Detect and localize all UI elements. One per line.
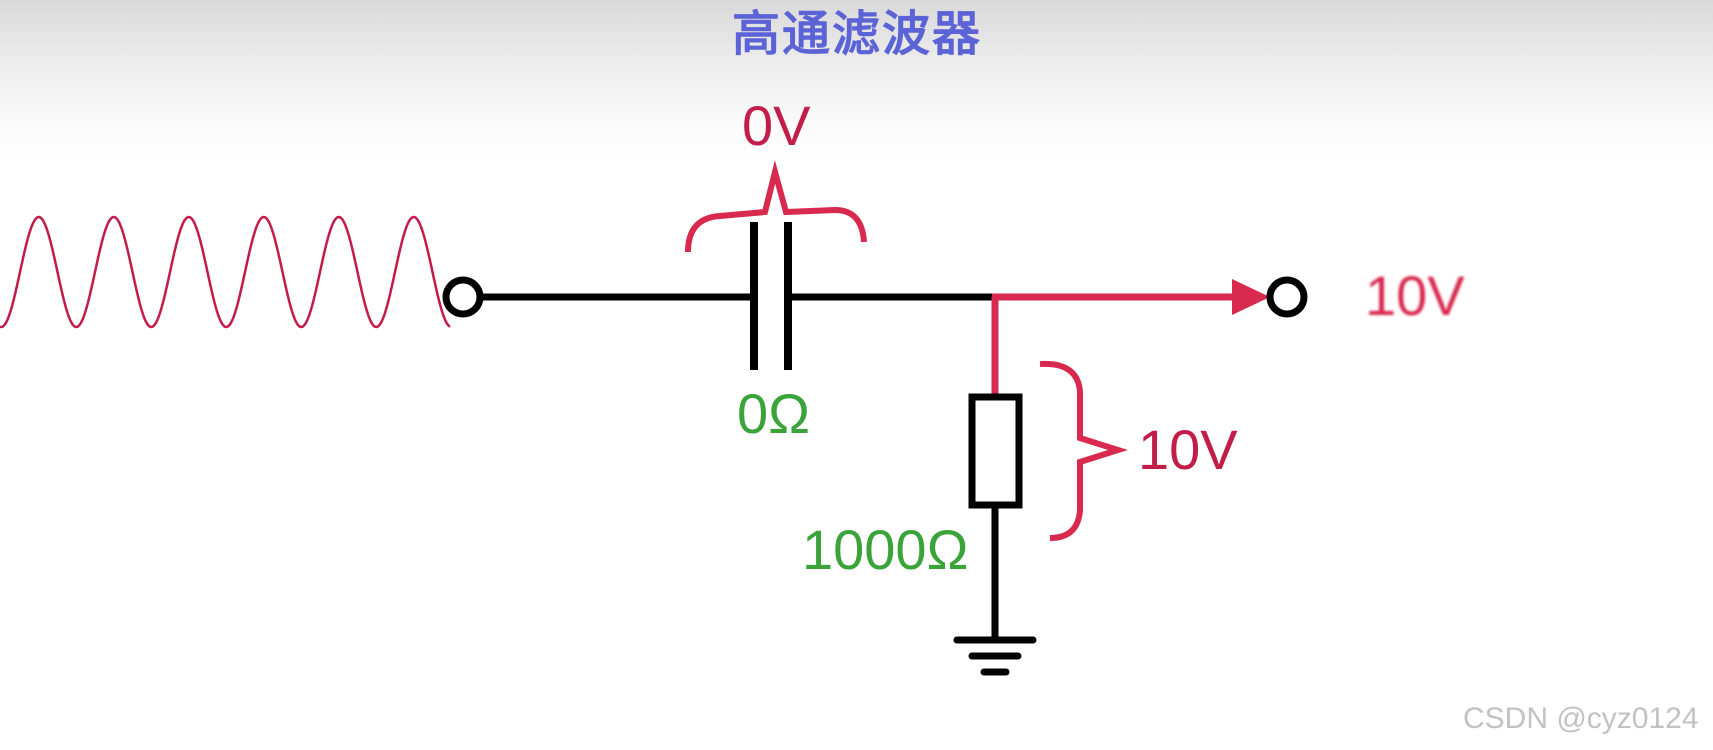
- resistor-voltage-brace: [1039, 360, 1128, 541]
- output-arrow-icon: [1232, 279, 1270, 315]
- input-terminal: [442, 276, 484, 318]
- sine-wave-icon: [0, 215, 451, 329]
- capacitor-icon: [750, 222, 792, 370]
- resistor-icon: [968, 393, 1023, 509]
- watermark: CSDN @cyz0124: [1463, 702, 1699, 735]
- diagram-title: 高通滤波器: [732, 6, 983, 62]
- resistor-resistance-label: 1000Ω: [802, 518, 969, 581]
- resistor-voltage-label: 10V: [1138, 418, 1238, 481]
- ground-icon: [953, 636, 1037, 676]
- output-voltage-label: 10V: [1365, 264, 1465, 327]
- capacitor-voltage-brace: [685, 160, 867, 253]
- output-terminal: [1266, 276, 1308, 318]
- capacitor-voltage-label: 0V: [742, 94, 811, 157]
- capacitor-impedance-label: 0Ω: [737, 382, 811, 445]
